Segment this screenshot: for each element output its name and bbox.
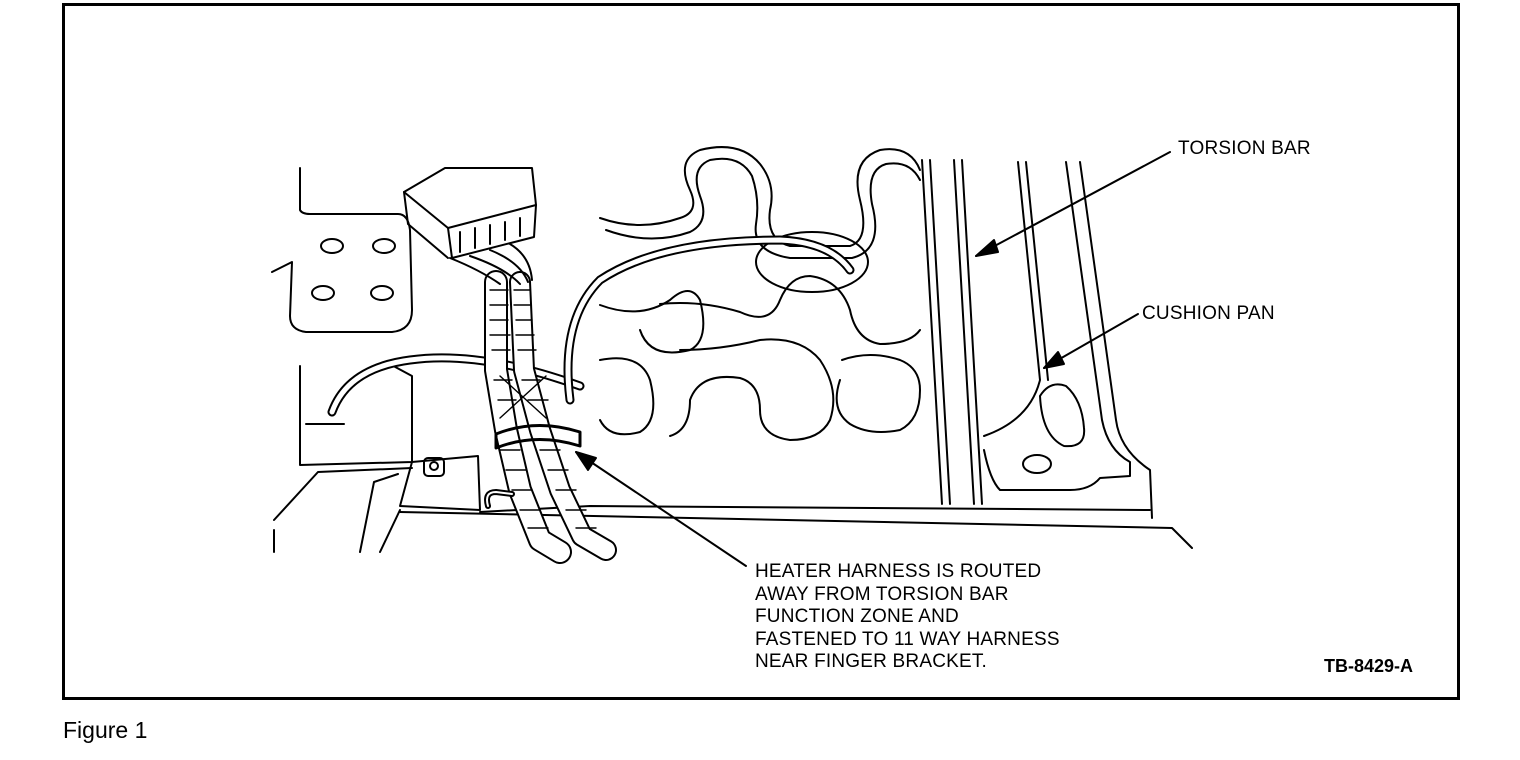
torsion-bar-label: TORSION BAR: [1178, 138, 1311, 159]
connector-block: [403, 167, 537, 259]
heater-note-line: HEATER HARNESS IS ROUTED: [755, 561, 1042, 582]
heater-harness-leader: [575, 451, 747, 567]
torsion-bar-and-pan: [921, 159, 1153, 519]
heater-note-line: NEAR FINGER BRACKET.: [755, 651, 988, 672]
torsion-bar-leader: [975, 151, 1171, 257]
cushion-pan-label: CUSHION PAN: [1142, 303, 1275, 324]
heater-harness-note: HEATER HARNESS IS ROUTED AWAY FROM TORSI…: [755, 561, 1060, 674]
drawing-number: TB-8429-A: [1324, 656, 1414, 676]
sinuous-springs: [599, 146, 921, 441]
heater-note-line: AWAY FROM TORSION BAR: [755, 583, 1009, 605]
heater-note-line: FUNCTION ZONE AND: [755, 606, 959, 627]
mounting-bracket: [271, 167, 413, 333]
figure-caption: Figure 1: [63, 717, 148, 743]
figure-frame: [62, 3, 1460, 700]
heater-note-line: FASTENED TO 11 WAY HARNESS: [755, 628, 1060, 650]
cushion-pan-leader: [1043, 313, 1139, 369]
wiring-harness: [327, 235, 855, 564]
lower-left-bracket: [273, 361, 481, 553]
